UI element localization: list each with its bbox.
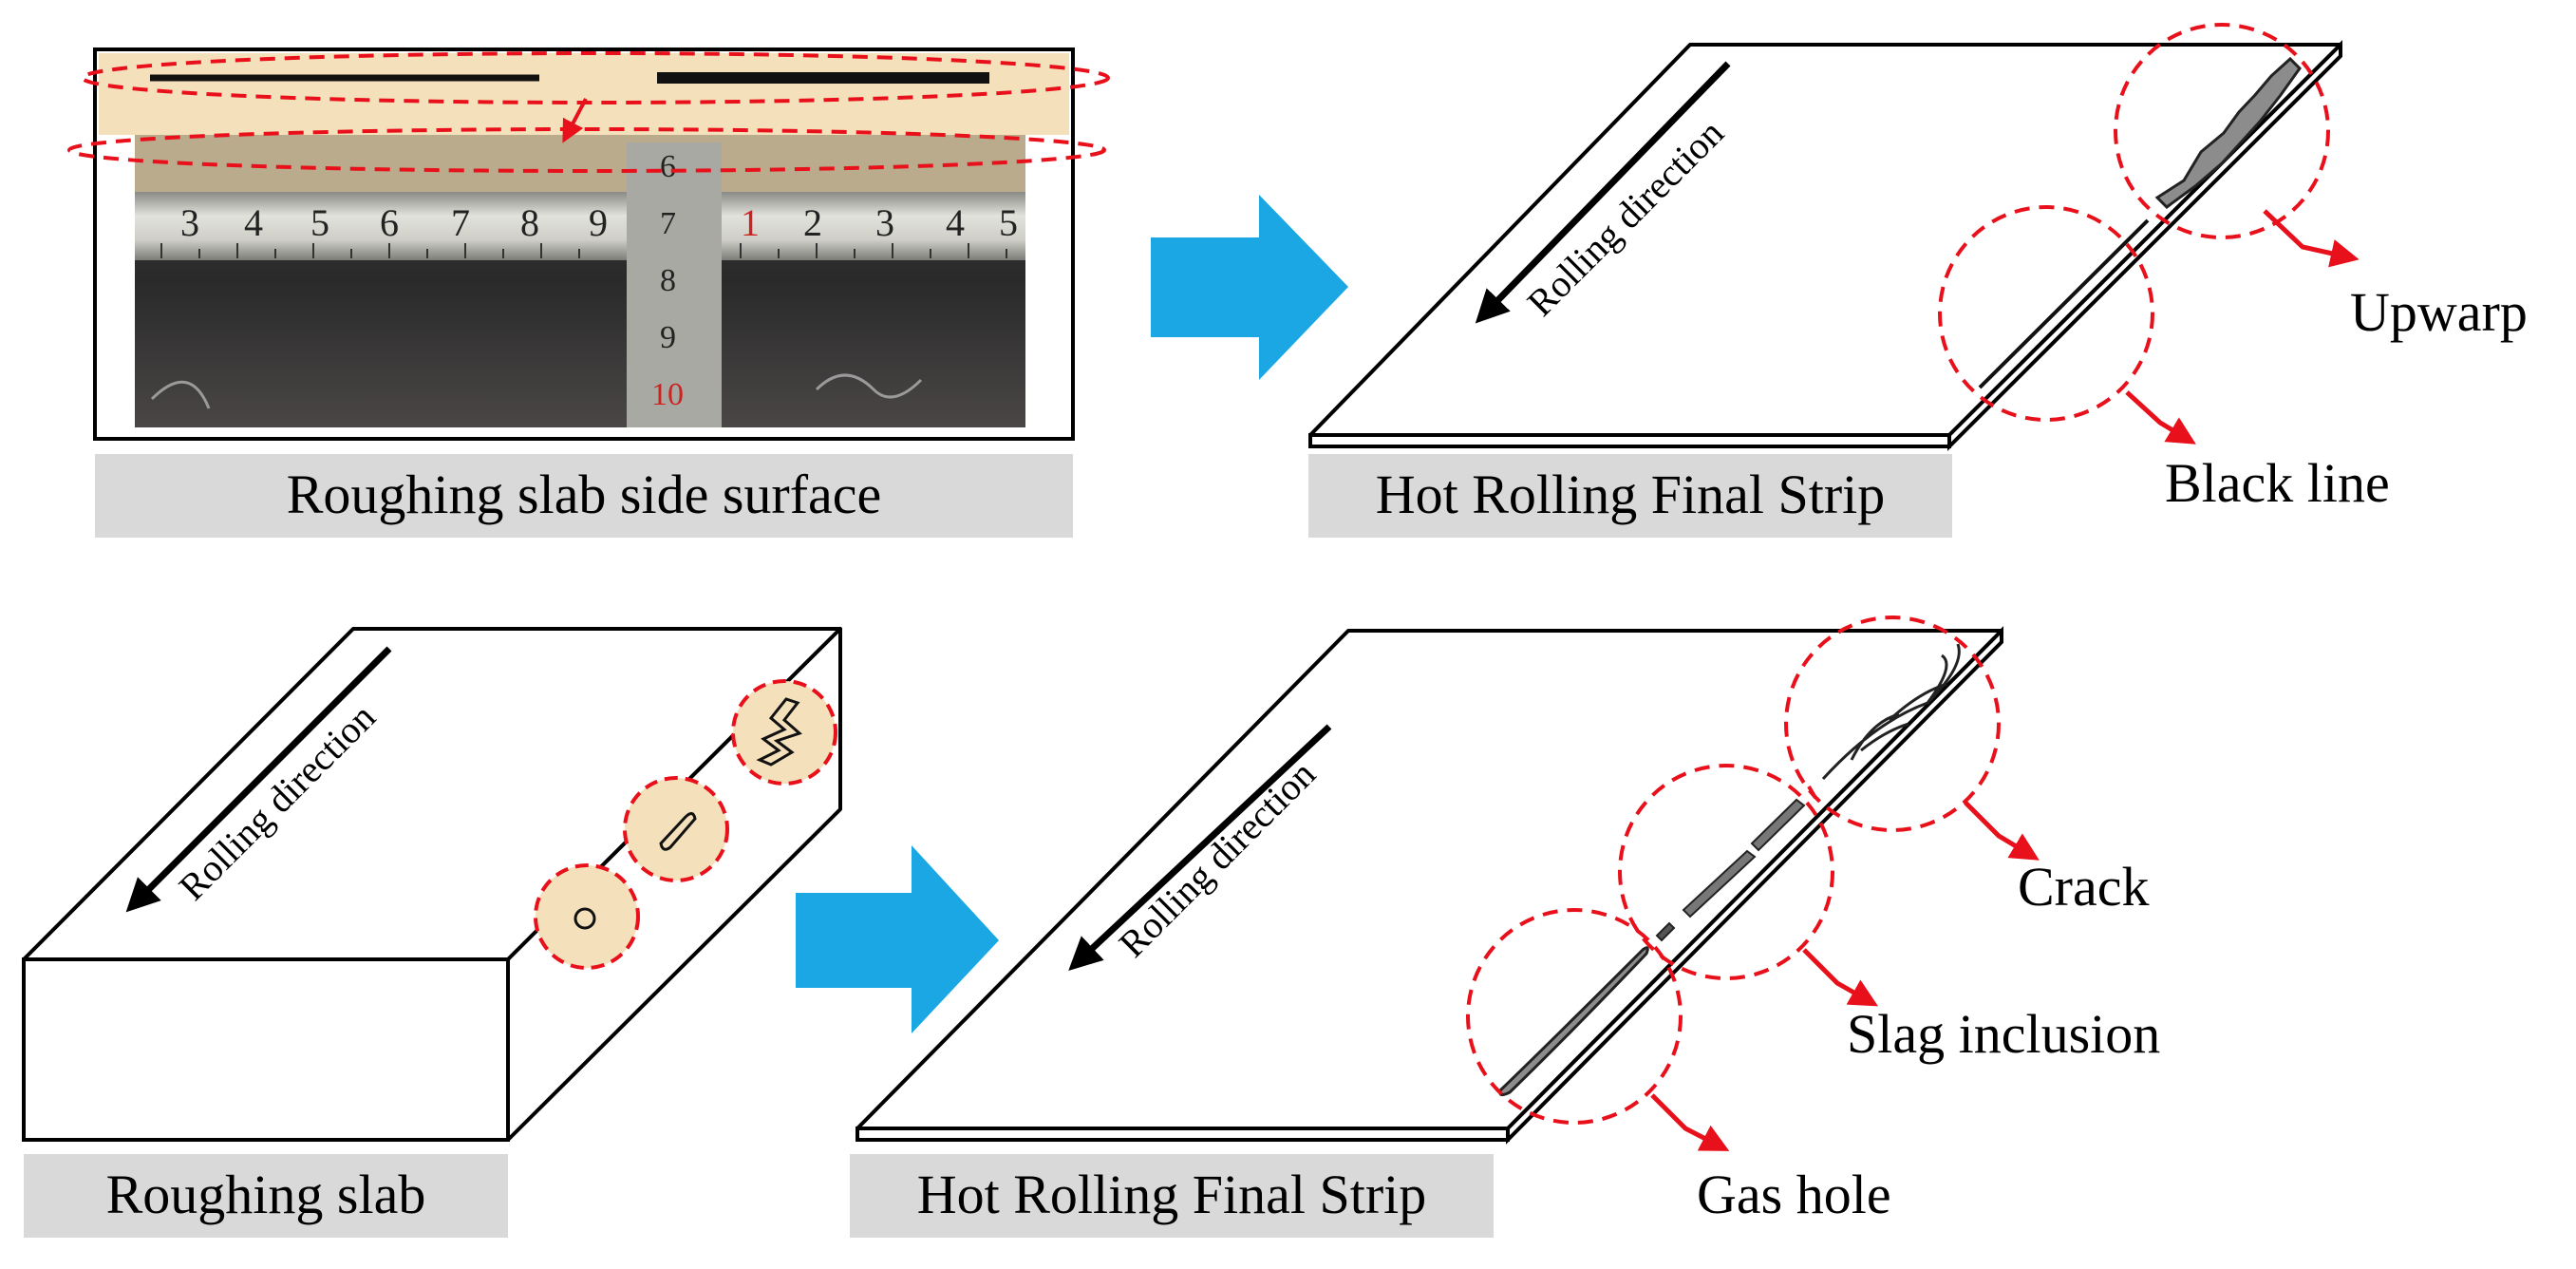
slag-origin-circle (623, 776, 729, 882)
rolling-direction-arrow (125, 646, 392, 913)
slag-inclusion-defect (1750, 798, 1806, 852)
chalk-marks (150, 373, 923, 409)
strip-panel-top: Rolling direction Upwarp Black line Hot … (1308, 23, 2528, 538)
slag-inclusion-label: Slag inclusion (1847, 1003, 2160, 1065)
gas-hole-label: Gas hole (1697, 1164, 1891, 1225)
highlight-link-arrow (562, 98, 588, 143)
ruler-number: 4 (946, 201, 965, 244)
upwarp-defect (2154, 56, 2302, 209)
strip-surface (1308, 43, 2342, 437)
strip-front-edge (856, 1127, 1510, 1142)
ruler-number: 1 (741, 201, 760, 244)
caption-hot-rolling-final-strip-bottom: Hot Rolling Final Strip (917, 1164, 1427, 1225)
slab-top-band (99, 53, 1069, 135)
slag-inclusion-leader-arrow (1802, 948, 1879, 1007)
upwarp-highlight-circle (2114, 23, 2330, 239)
crack-defect (1821, 643, 1961, 781)
ruler-number: 8 (660, 263, 676, 298)
gas-hole-origin-circle (534, 863, 640, 970)
strip-surface (856, 629, 2003, 1130)
ruler-number: 3 (875, 201, 894, 244)
black-line-label: Black line (2165, 452, 2390, 514)
slag-inclusion-defect (1682, 849, 1757, 919)
ruler-number: 3 (180, 201, 199, 244)
strip-panel-bottom: Rolling direction Crack Slag inclusion G… (850, 616, 2160, 1238)
crack-leader-arrow (1964, 801, 2040, 861)
ruler-number: 6 (660, 149, 676, 184)
ruler-number: 6 (380, 201, 399, 244)
photo-top-strip (135, 135, 1025, 192)
slag-inclusion-highlight-circle (1618, 764, 1834, 980)
strip-front-edge (1308, 433, 1951, 448)
ruler-vertical (627, 142, 722, 427)
gas-hole-defect (1498, 946, 1649, 1097)
ruler-number: 9 (660, 320, 676, 355)
ruler-number: 10 (651, 377, 684, 412)
ruler-number: 9 (589, 201, 608, 244)
ruler-number: 7 (660, 206, 676, 241)
caption-roughing-slab-side-surface: Roughing slab side surface (287, 464, 882, 525)
strip-side-edge (1506, 626, 2003, 1145)
ruler-number: 8 (520, 201, 539, 244)
slag-origin-mark (659, 812, 697, 851)
ruler-number: 2 (803, 201, 822, 244)
caption-roughing-slab: Roughing slab (106, 1164, 426, 1225)
caption-band (850, 1154, 1494, 1238)
slab-front-face (22, 957, 510, 1142)
caption-band (24, 1154, 508, 1238)
crack-origin-mark (756, 697, 802, 767)
ruler-numbers: 3 4 5 6 7 8 9 1 2 3 4 5 (180, 201, 1018, 244)
process-arrow-top (1151, 195, 1348, 380)
ruler-number: 7 (451, 201, 470, 244)
upwarp-leader-arrow (2263, 209, 2360, 268)
slab-panel: Rolling direction Roughing slab (22, 627, 842, 1238)
ruler-vertical-numbers: 6 7 8 9 10 (651, 149, 684, 412)
caption-hot-rolling-final-strip-top: Hot Rolling Final Strip (1376, 464, 1886, 525)
black-line-highlight-circle (1938, 205, 2154, 422)
crack-label: Crack (2018, 856, 2150, 918)
highlight-ellipse-top (81, 51, 1110, 104)
ruler-number: 5 (310, 201, 329, 244)
ruler-number: 4 (244, 201, 263, 244)
photo-panel: 3 4 5 6 7 8 9 1 2 3 4 5 6 7 8 9 10 Rough… (67, 47, 1110, 538)
upwarp-label: Upwarp (2350, 281, 2528, 343)
gas-hole-leader-arrow (1650, 1093, 1730, 1151)
rolling-direction-arrow (1475, 61, 1731, 324)
highlight-ellipse-photo (67, 127, 1106, 173)
caption-band (1308, 454, 1952, 538)
crack-origin-circle (731, 679, 837, 786)
rolling-direction-arrow (1068, 724, 1332, 971)
black-line-defect (1978, 218, 2150, 389)
slag-inclusion-defect (1655, 921, 1676, 942)
black-line-leader-arrow (2125, 390, 2196, 445)
ruler-ticks (160, 243, 1007, 258)
crack-highlight-circle (1784, 616, 2001, 832)
caption-band (95, 454, 1073, 538)
process-arrow-bottom (796, 845, 999, 1033)
ruler-number: 5 (999, 201, 1018, 244)
gas-hole-origin-mark (573, 907, 596, 930)
gas-hole-highlight-circle (1466, 908, 1683, 1125)
